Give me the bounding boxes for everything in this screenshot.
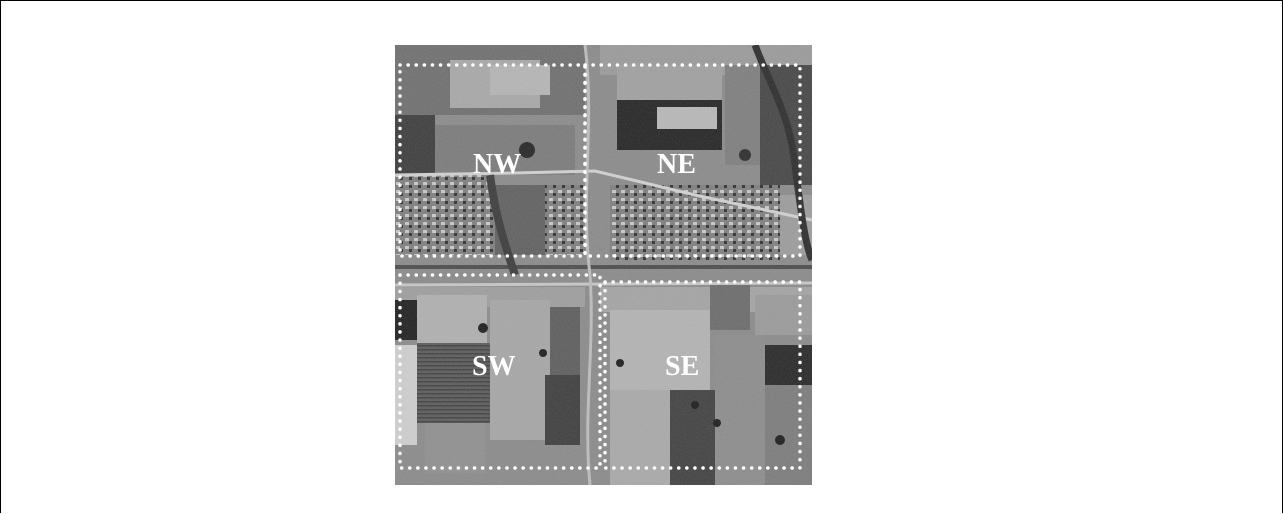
quadrant-label-ne: NE — [657, 149, 696, 180]
quadrant-outline-se — [603, 280, 802, 470]
quadrant-label-nw: NW — [473, 149, 521, 180]
quadrant-label-sw: SW — [472, 351, 516, 382]
quadrant-outline-nw — [398, 63, 587, 258]
aerial-photo: NW NE SW SE — [395, 45, 812, 485]
quadrant-label-se: SE — [665, 351, 699, 382]
quadrant-outline-sw — [398, 273, 602, 470]
